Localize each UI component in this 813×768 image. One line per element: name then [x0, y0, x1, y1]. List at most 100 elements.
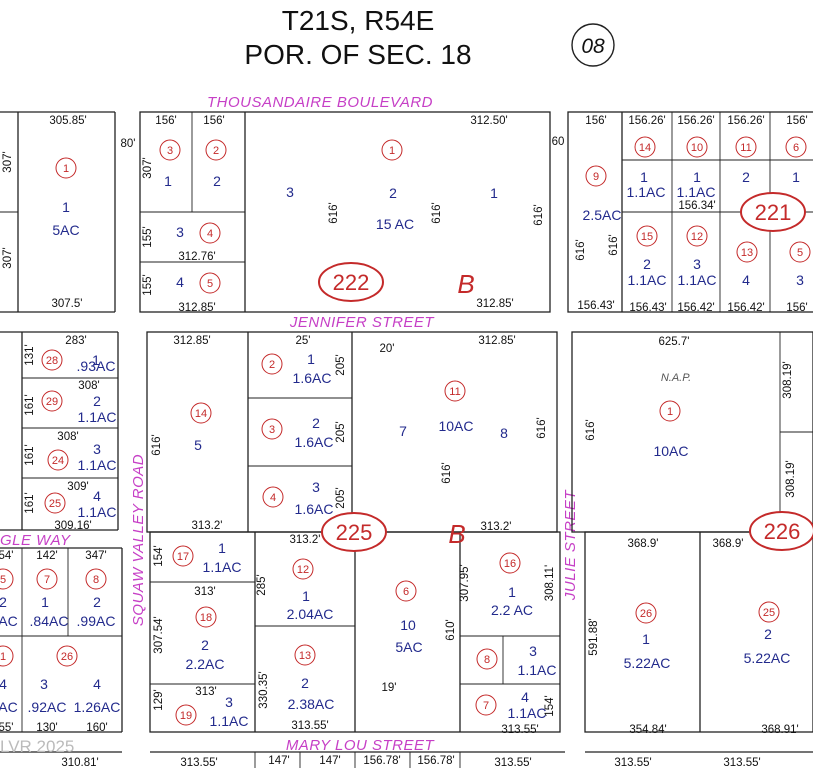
svg-text:156': 156': [786, 115, 807, 127]
parcel-circle-number: 26: [61, 651, 73, 663]
svg-text:205': 205': [335, 421, 347, 442]
svg-text:313': 313': [194, 586, 215, 598]
svg-text:610': 610': [445, 619, 457, 640]
parcel-acreage: 1.1AC: [627, 184, 666, 200]
svg-text:19': 19': [382, 682, 397, 694]
measurements: 305.85' 307' 307' 307.5' 80' 156' 156' 3…: [0, 115, 808, 768]
parcel-circle-number: 6: [793, 142, 799, 154]
parcel-number: 1: [792, 169, 800, 185]
parcel-circle: 15: [636, 225, 658, 247]
svg-text:616': 616': [151, 434, 163, 455]
parcel-circle: 1: [381, 139, 403, 161]
svg-text:155': 155': [142, 226, 154, 247]
parcel-number: 1: [642, 631, 650, 647]
svg-text:160': 160': [86, 722, 107, 734]
svg-text:312.85': 312.85': [476, 298, 513, 310]
parcel-circle-number: 29: [46, 396, 58, 408]
book-page-222: 222: [318, 262, 384, 302]
parcel-circle-number: 1: [389, 145, 395, 157]
svg-text:330.35': 330.35': [258, 671, 270, 708]
parcel-circle-number: 28: [46, 355, 58, 367]
parcel-circle: 3: [261, 418, 283, 440]
svg-text:129': 129': [153, 689, 165, 710]
parcel-circle: 29: [41, 390, 63, 412]
parcel-number: 1: [92, 352, 100, 368]
parcel-circle: 11: [444, 380, 466, 402]
svg-text:312.85': 312.85': [478, 335, 515, 347]
svg-text:131': 131': [24, 344, 36, 365]
svg-text:309': 309': [67, 481, 88, 493]
parcel-acreage: 1.1AC: [210, 713, 249, 729]
svg-text:307': 307': [2, 151, 14, 172]
parcel-number: 5: [194, 437, 202, 453]
watermark: LVR 2025: [0, 737, 74, 756]
svg-text:308': 308': [78, 380, 99, 392]
parcel-circle-number: 12: [297, 564, 309, 576]
svg-text:20': 20': [380, 343, 395, 355]
svg-text:283': 283': [65, 335, 86, 347]
parcel-number: 2: [742, 169, 750, 185]
parcel-acreage: 1.1AC: [78, 504, 117, 520]
svg-text:285': 285': [256, 574, 268, 595]
parcel-circle-number: 1: [63, 163, 69, 175]
svg-text:308.19': 308.19': [785, 460, 797, 497]
parcel-circle: 1: [0, 645, 14, 667]
parcel-number: 1: [693, 169, 701, 185]
parcel-circle-number: 13: [741, 247, 753, 259]
book-page-221: 221: [740, 192, 806, 232]
parcel-number: 2: [213, 173, 221, 189]
parcel-circle-number: 26: [640, 608, 652, 620]
svg-text:205': 205': [335, 487, 347, 508]
parcel-acreage: .92AC: [28, 699, 67, 715]
parcel-circle: 24: [47, 449, 69, 471]
parcel-acreage: 1.1AC: [628, 272, 667, 288]
svg-text:312.76': 312.76': [178, 251, 215, 263]
svg-text:130': 130': [36, 722, 57, 734]
svg-text:313.55': 313.55': [180, 757, 217, 768]
parcel-acreage: 1.1AC: [508, 705, 547, 721]
parcel-circle: 12: [292, 558, 314, 580]
parcel-circle-number: 6: [403, 586, 409, 598]
parcel-acreage: 1.1AC: [677, 184, 716, 200]
svg-text:616': 616': [608, 234, 620, 255]
svg-text:307': 307': [142, 157, 154, 178]
parcel-number: 2: [643, 256, 651, 272]
nap-label: N.A.P.: [661, 372, 691, 384]
section-title: POR. OF SEC. 18: [244, 39, 471, 70]
parcel-circle-number: 1: [667, 406, 673, 418]
svg-text:313.2': 313.2': [290, 534, 321, 546]
svg-text:591.88': 591.88': [588, 618, 600, 655]
svg-text:80': 80': [121, 138, 136, 150]
parcel-acreage: .93AC: [77, 358, 116, 374]
parcel-circle-number: 25: [763, 607, 775, 619]
street-gle-way: GLE WAY: [0, 532, 71, 549]
svg-text:625.7': 625.7': [659, 336, 690, 348]
svg-text:147': 147': [319, 755, 340, 767]
svg-text:616': 616': [441, 462, 453, 483]
svg-text:312.50': 312.50': [470, 115, 507, 127]
parcel-circle-number: 8: [93, 574, 99, 586]
parcel-number: 3: [312, 479, 320, 495]
svg-text:313.2': 313.2': [481, 521, 512, 533]
parcel-circle-number: 7: [44, 574, 50, 586]
block-letter: B: [457, 269, 474, 299]
parcel-number: 2: [301, 675, 309, 691]
parcel-circle-number: 14: [195, 408, 207, 420]
svg-text:156.78': 156.78': [417, 755, 454, 767]
book-page-225: 225: [321, 512, 387, 552]
parcel-number: 2: [93, 594, 101, 610]
parcel-number: 1: [218, 540, 226, 556]
svg-text:616': 616': [585, 419, 597, 440]
svg-text:156': 156': [155, 115, 176, 127]
svg-text:156.43': 156.43': [629, 302, 666, 314]
svg-text:313.55': 313.55': [614, 757, 651, 768]
svg-text:308.19': 308.19': [782, 361, 794, 398]
parcel-acreage: 2.2AC: [186, 656, 225, 672]
parcel-number: 1: [307, 351, 315, 367]
parcel-number: 1: [302, 588, 310, 604]
parcel-number: 3: [796, 272, 804, 288]
svg-text:313.55': 313.55': [723, 757, 760, 768]
parcel-circle: 6: [395, 580, 417, 602]
svg-text:307.5': 307.5': [52, 298, 83, 310]
